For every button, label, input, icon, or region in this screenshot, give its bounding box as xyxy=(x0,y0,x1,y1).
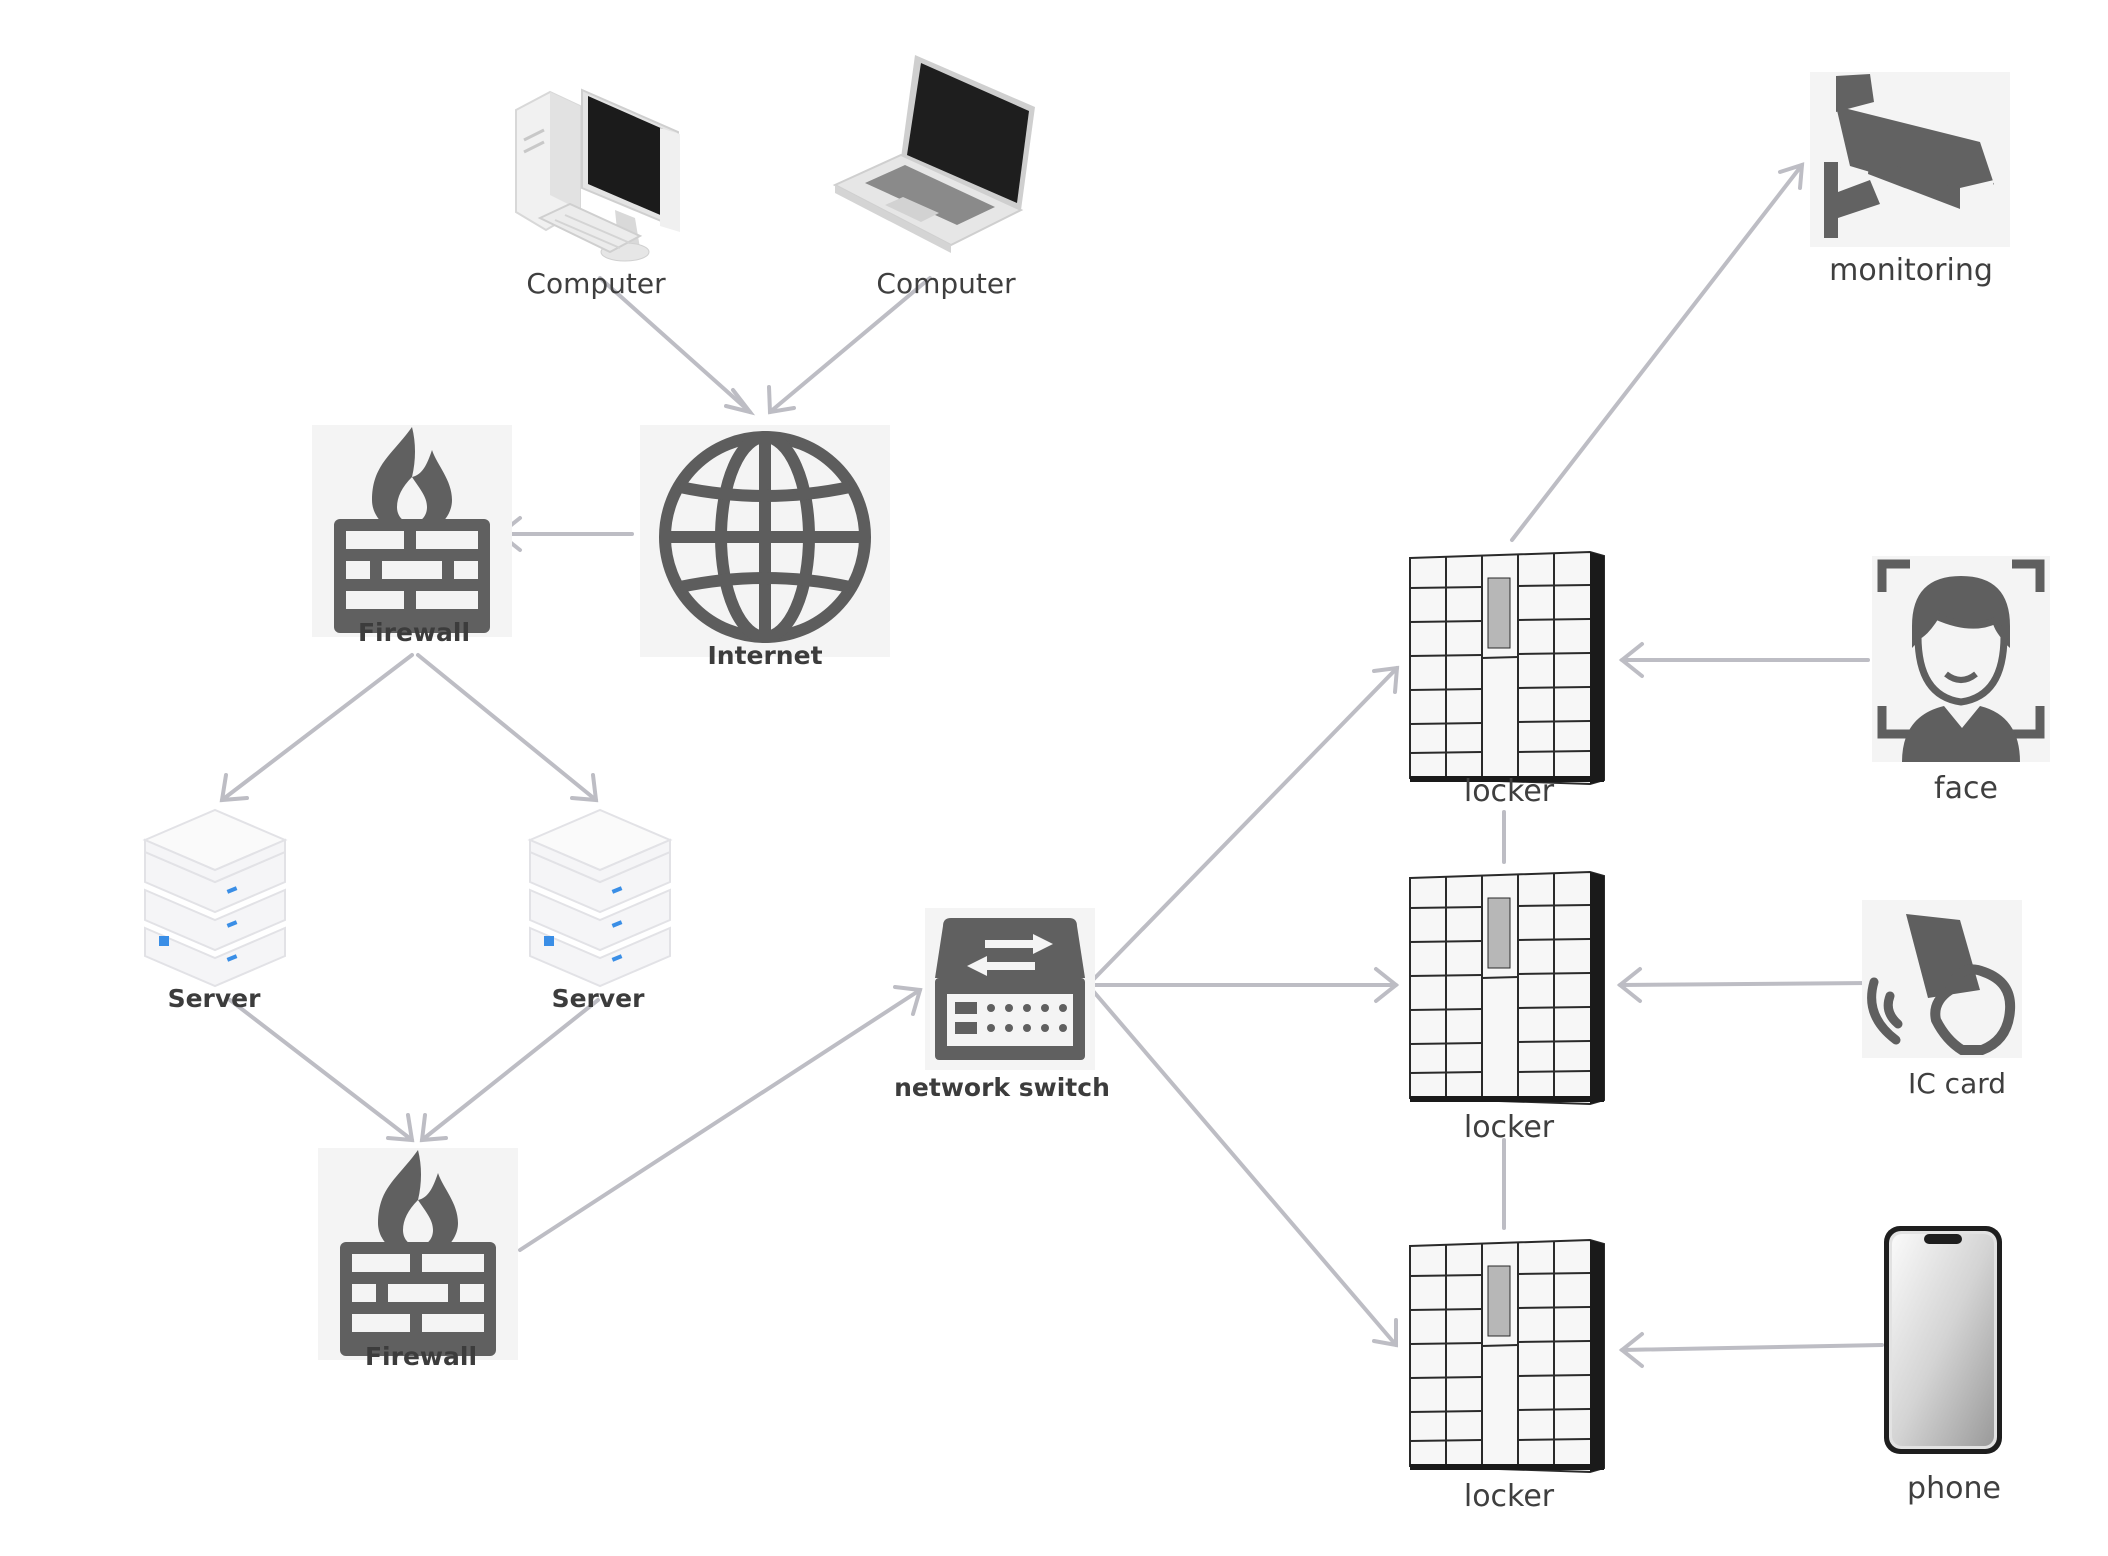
firewall-icon-bottom xyxy=(318,1148,518,1360)
edge-server-right-to-firewall xyxy=(419,998,600,1143)
label-internet: Internet xyxy=(707,641,823,670)
edge-phone-to-locker xyxy=(1618,1332,1884,1368)
locker-icon-top xyxy=(1409,551,1605,785)
smartphone-icon xyxy=(1884,1226,2002,1454)
edge-server-left-to-firewall xyxy=(228,998,415,1143)
label-computer-laptop: Computer xyxy=(876,267,1016,300)
label-locker-top: locker xyxy=(1463,774,1555,809)
label-monitoring: monitoring xyxy=(1829,253,1993,288)
label-firewall-bottom: Firewall xyxy=(364,1342,478,1371)
globe-icon xyxy=(640,425,890,657)
label-ic-card: IC card xyxy=(1907,1067,2007,1100)
laptop-icon xyxy=(832,55,1035,253)
security-camera-icon xyxy=(1810,72,2010,247)
edge-switch-to-locker-top xyxy=(1086,665,1400,987)
contactless-card-icon xyxy=(1862,900,2022,1058)
label-phone: phone xyxy=(1907,1471,2001,1506)
label-computer-desktop: Computer xyxy=(526,267,666,300)
server-icon-left xyxy=(142,808,288,988)
edge-switch-to-locker-bottom xyxy=(1086,983,1398,1348)
network-switch-icon xyxy=(925,908,1095,1070)
edge-switch-to-locker-middle xyxy=(1086,967,1400,1003)
edge-iccard-to-locker xyxy=(1616,967,1872,1003)
locker-icon-middle xyxy=(1409,871,1605,1105)
locker-icon-bottom xyxy=(1409,1239,1605,1473)
label-firewall-top: Firewall xyxy=(357,618,471,647)
edge-firewall-to-server-right xyxy=(416,653,599,803)
label-face: face xyxy=(1934,771,1998,806)
server-icon-right xyxy=(527,808,673,988)
edges xyxy=(219,162,1884,1368)
edge-laptop-to-internet xyxy=(767,276,932,415)
edge-firewall-to-server-left xyxy=(219,653,414,803)
label-server-right: Server xyxy=(551,984,645,1013)
edge-desktop-to-internet xyxy=(598,276,756,416)
label-network-switch: network switch xyxy=(894,1073,1110,1102)
edge-firewall-to-switch xyxy=(518,985,923,1252)
label-locker-middle: locker xyxy=(1463,1110,1555,1145)
desktop-computer-icon xyxy=(515,88,680,262)
edge-internet-to-firewall xyxy=(496,516,634,552)
label-server-left: Server xyxy=(167,984,261,1013)
firewall-icon-top xyxy=(312,425,512,637)
face-recognition-icon xyxy=(1872,556,2050,762)
label-locker-bottom: locker xyxy=(1463,1479,1555,1514)
edge-face-to-locker xyxy=(1618,642,1870,678)
edge-locker-to-monitoring xyxy=(1510,162,1805,542)
